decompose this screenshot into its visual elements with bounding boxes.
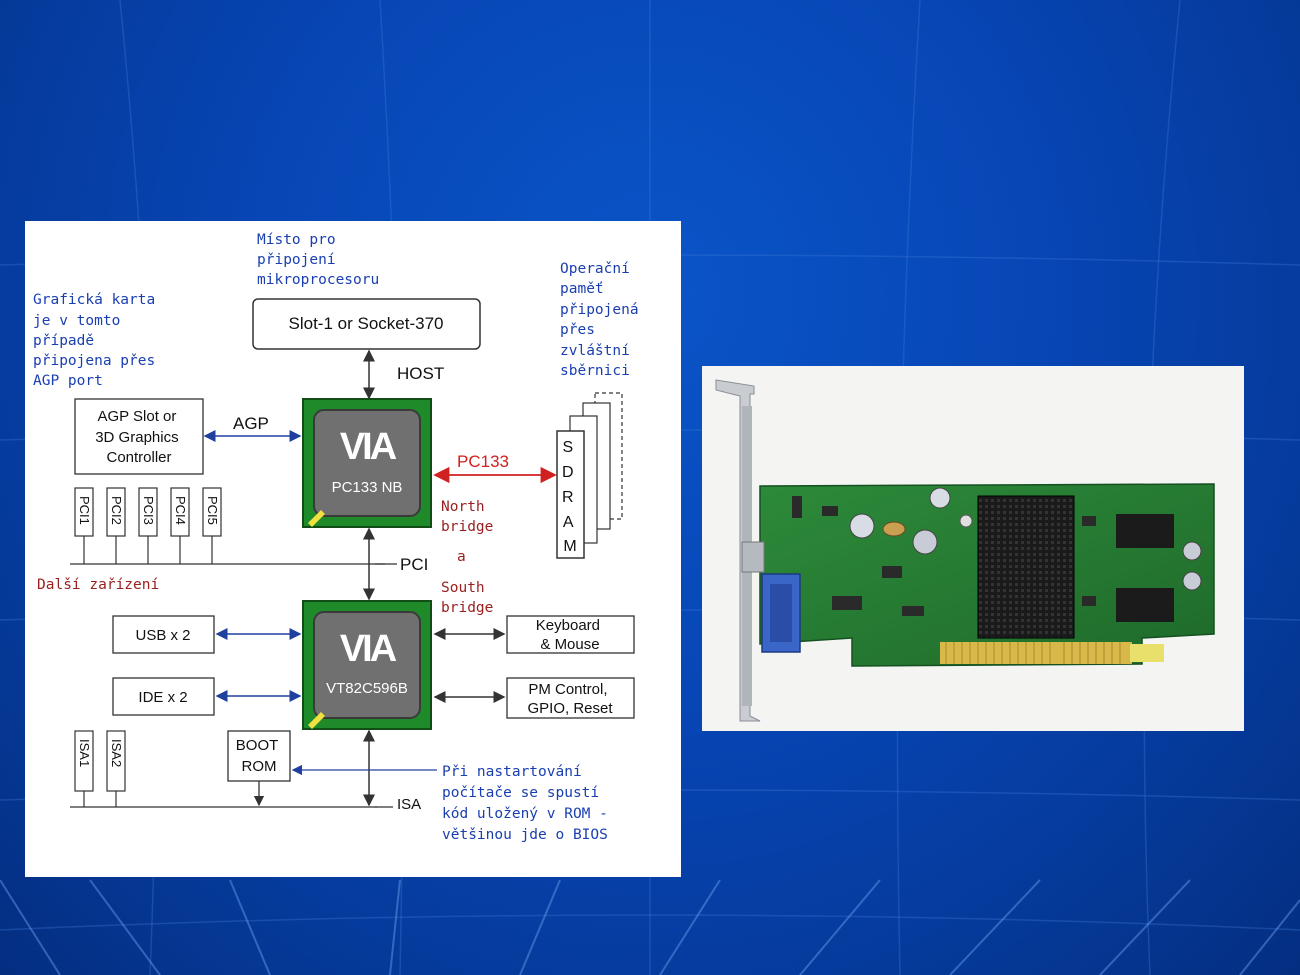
agp-label: AGP xyxy=(233,414,269,433)
boot-rom-box xyxy=(227,730,291,782)
memory-chip-bottom xyxy=(1116,588,1174,622)
svg-text:PCI2: PCI2 xyxy=(109,496,124,525)
pm-label: PM Control, GPIO, Reset xyxy=(527,681,613,717)
vga-connector xyxy=(741,541,801,653)
boot-note: Při nastartování počítače se spustí kód … xyxy=(442,764,617,843)
keyboard-label: Keyboard & Mouse xyxy=(536,617,604,653)
pm-control-box xyxy=(506,677,635,719)
bridge-note: North bridge a South bridge xyxy=(441,499,502,616)
southbridge-logo: VIA xyxy=(340,628,397,670)
usb-label: USB x 2 xyxy=(135,627,190,644)
heatsink xyxy=(977,495,1075,639)
cpu-slot-label: Slot-1 or Socket-370 xyxy=(289,314,444,333)
agp-box-label: AGP Slot or 3D Graphics Controller xyxy=(95,408,183,466)
svg-text:ISA2: ISA2 xyxy=(109,739,124,767)
memory-chip-top xyxy=(1116,514,1174,548)
svg-text:PCI5: PCI5 xyxy=(205,496,220,525)
pc133-label: PC133 xyxy=(457,452,509,471)
chipset-diagram: Místo pro připojení mikroprocesoru Grafi… xyxy=(25,221,681,877)
boot-rom-label: BOOT ROM xyxy=(236,737,282,775)
pci-slots: PCI1 PCI2 PCI3 PCI4 PCI5 xyxy=(74,487,222,564)
usb-box xyxy=(112,615,215,654)
svg-text:S D R A: S D R A M xyxy=(562,439,578,555)
cpu-slot-box xyxy=(252,298,481,350)
host-label: HOST xyxy=(397,364,444,383)
isa-slots: ISA1 ISA2 xyxy=(74,730,126,807)
svg-text:ISA1: ISA1 xyxy=(77,739,92,767)
graphics-card-photo xyxy=(702,366,1244,731)
northbridge-label: PC133 NB xyxy=(332,479,403,496)
svg-text:PCI1: PCI1 xyxy=(77,496,92,525)
northbridge-logo: VIA xyxy=(340,426,397,468)
southbridge-chip: VIA VT82C596B xyxy=(302,600,432,730)
northbridge-chip: VIA PC133 NB xyxy=(302,398,432,528)
keyboard-box xyxy=(506,615,635,654)
svg-text:PCI4: PCI4 xyxy=(173,496,188,525)
southbridge-label: VT82C596B xyxy=(326,680,408,697)
ide-label: IDE x 2 xyxy=(138,689,187,706)
gpu-note: Grafická karta je v tomto případě připoj… xyxy=(33,292,164,389)
ide-box xyxy=(112,677,215,716)
isa-label: ISA xyxy=(397,796,421,813)
svg-text:PCI3: PCI3 xyxy=(141,496,156,525)
ram-note: Operační paměť připojená přes zvláštní s… xyxy=(560,261,647,379)
agp-slot-box xyxy=(74,398,204,475)
sdram-modules: S D R A M xyxy=(556,392,623,559)
agp-connector xyxy=(940,642,1164,664)
pci-label: PCI xyxy=(400,555,428,574)
other-devices-note: Další zařízení xyxy=(37,577,159,593)
cpu-note: Místo pro připojení mikroprocesoru xyxy=(257,232,379,288)
